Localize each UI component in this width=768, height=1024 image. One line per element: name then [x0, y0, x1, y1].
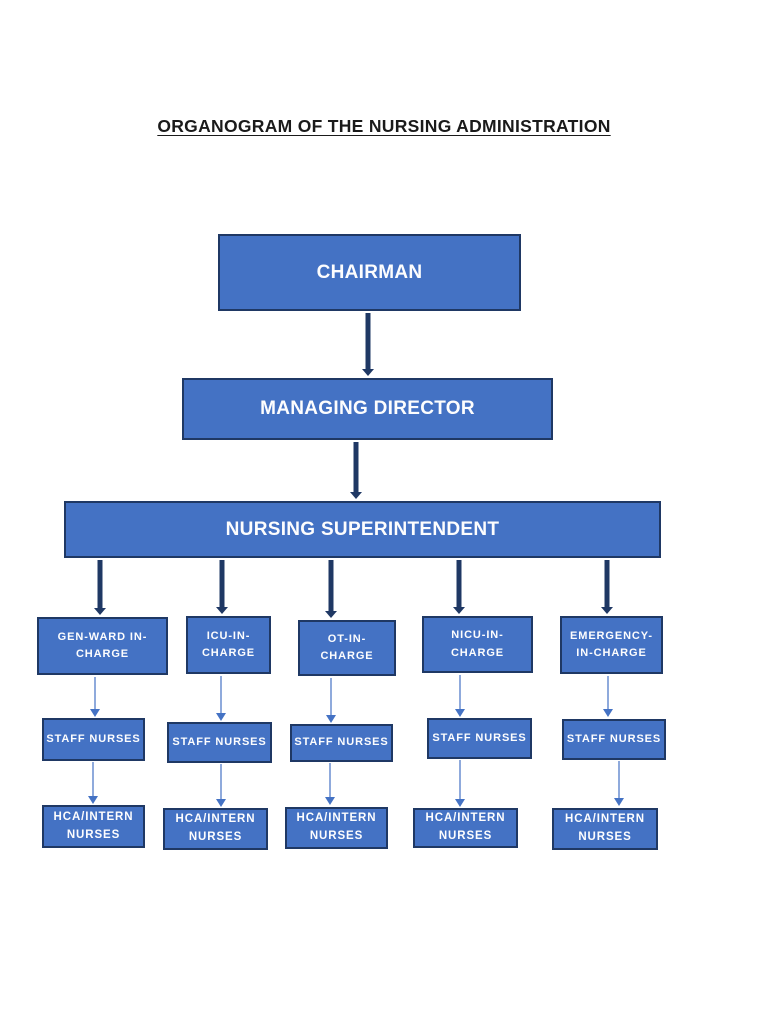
arrowhead-icon — [455, 709, 465, 717]
connector-shaft — [94, 677, 96, 712]
arrowhead-icon — [88, 796, 98, 804]
connector-nicu-to-staff — [452, 675, 468, 717]
incharge-label-line2: CHARGE — [75, 648, 130, 660]
arrowhead-icon — [94, 608, 106, 615]
connector-ns-to-emergency — [599, 560, 615, 614]
incharge-label-line2: CHARGE — [450, 646, 505, 659]
incharge-label-line1: EMERGENCY- — [570, 629, 653, 642]
connector-ns-to-ot — [323, 560, 339, 618]
nursing-superintendent-box: NURSING SUPERINTENDENT — [64, 501, 661, 558]
arrowhead-icon — [455, 799, 465, 807]
connector-genward-to-staff — [87, 677, 103, 717]
staff-nurses-label: STAFF NURSES — [432, 731, 527, 744]
arrowhead-icon — [216, 713, 226, 721]
staff-nurses-label: STAFF NURSES — [172, 735, 267, 748]
hca-label-line1: HCA/INTERN — [175, 813, 256, 826]
hca-intern-box-1: HCA/INTERN NURSES — [42, 805, 145, 848]
staff-nurses-label: STAFF NURSES — [46, 732, 141, 745]
hca-label-line1: HCA/INTERN — [53, 810, 134, 823]
incharge-box-emergency: EMERGENCY- IN-CHARGE — [560, 616, 663, 674]
connector-staff4-to-hca — [452, 760, 468, 807]
incharge-box-gen-ward: GEN-WARD IN- CHARGE — [37, 617, 168, 675]
connector-shaft — [219, 560, 225, 609]
connector-shaft — [329, 763, 331, 800]
connector-shaft — [459, 760, 461, 802]
connector-shaft — [353, 442, 359, 494]
hca-intern-box-5: HCA/INTERN NURSES — [552, 808, 658, 850]
arrowhead-icon — [326, 715, 336, 723]
connector-shaft — [328, 560, 334, 613]
connector-shaft — [618, 761, 620, 801]
page-title: ORGANOGRAM OF THE NURSING ADMINISTRATION — [157, 116, 611, 136]
incharge-label-line1: ICU-IN- — [206, 629, 251, 642]
arrowhead-icon — [350, 492, 362, 499]
incharge-box-nicu: NICU-IN- CHARGE — [422, 616, 533, 673]
arrowhead-icon — [325, 611, 337, 618]
hca-label-line2: NURSES — [309, 830, 364, 842]
staff-nurses-label: STAFF NURSES — [566, 732, 662, 745]
managing-director-label: MANAGING DIRECTOR — [260, 398, 475, 420]
hca-label-line1: HCA/INTERN — [425, 812, 506, 825]
connector-shaft — [365, 313, 371, 371]
connector-ns-to-genward — [92, 560, 108, 615]
incharge-label-line2: IN-CHARGE — [576, 647, 647, 659]
connector-shaft — [97, 560, 103, 610]
incharge-label-line2: CHARGE — [320, 650, 374, 662]
connector-icu-to-staff — [213, 676, 229, 721]
connector-shaft — [604, 560, 610, 609]
connector-md-to-ns — [348, 442, 364, 499]
incharge-box-ot: OT-IN- CHARGE — [298, 620, 396, 676]
connector-staff3-to-hca — [322, 763, 338, 805]
connector-shaft — [92, 762, 94, 799]
arrowhead-icon — [601, 607, 613, 614]
chairman-label: CHAIRMAN — [316, 261, 423, 283]
managing-director-box: MANAGING DIRECTOR — [182, 378, 553, 440]
connector-staff1-to-hca — [85, 762, 101, 804]
hca-label-line2: NURSES — [66, 828, 121, 841]
staff-nurses-box-5: STAFF NURSES — [562, 719, 666, 760]
incharge-label-line2: CHARGE — [201, 647, 256, 659]
arrowhead-icon — [614, 798, 624, 806]
connector-ns-to-nicu — [451, 560, 467, 614]
staff-nurses-box-2: STAFF NURSES — [167, 722, 272, 763]
hca-label-line1: HCA/INTERN — [565, 813, 645, 826]
connector-staff2-to-hca — [213, 764, 229, 807]
connector-shaft — [459, 675, 461, 712]
connector-shaft — [456, 560, 462, 609]
connector-shaft — [220, 676, 222, 716]
connector-ot-to-staff — [323, 678, 339, 723]
incharge-label-line1: GEN-WARD IN- — [57, 630, 148, 643]
connector-shaft — [330, 678, 332, 718]
staff-nurses-box-3: STAFF NURSES — [290, 724, 393, 762]
hca-intern-box-4: HCA/INTERN NURSES — [413, 808, 518, 848]
hca-label-line2: NURSES — [438, 830, 493, 842]
staff-nurses-label: STAFF NURSES — [294, 736, 389, 749]
nursing-superintendent-label: NURSING SUPERINTENDENT — [225, 518, 500, 540]
connector-emergency-to-staff — [600, 676, 616, 717]
arrowhead-icon — [603, 709, 613, 717]
incharge-box-icu: ICU-IN- CHARGE — [186, 616, 271, 674]
connector-ns-to-icu — [214, 560, 230, 614]
arrowhead-icon — [216, 799, 226, 807]
connector-shaft — [607, 676, 609, 712]
incharge-label-line1: OT-IN- — [327, 632, 367, 645]
arrowhead-icon — [453, 607, 465, 614]
hca-label-line2: NURSES — [188, 831, 243, 843]
connector-staff5-to-hca — [611, 761, 627, 806]
staff-nurses-box-1: STAFF NURSES — [42, 718, 145, 761]
arrowhead-icon — [362, 369, 374, 376]
chairman-box: CHAIRMAN — [218, 234, 521, 311]
arrowhead-icon — [216, 607, 228, 614]
hca-label-line2: NURSES — [578, 831, 632, 843]
connector-chairman-to-md — [360, 313, 376, 376]
connector-shaft — [220, 764, 222, 802]
staff-nurses-box-4: STAFF NURSES — [427, 718, 532, 759]
arrowhead-icon — [325, 797, 335, 805]
hca-intern-box-2: HCA/INTERN NURSES — [163, 808, 268, 850]
arrowhead-icon — [90, 709, 100, 717]
hca-label-line1: HCA/INTERN — [296, 812, 377, 825]
incharge-label-line1: NICU-IN- — [451, 629, 504, 642]
hca-intern-box-3: HCA/INTERN NURSES — [285, 807, 388, 849]
